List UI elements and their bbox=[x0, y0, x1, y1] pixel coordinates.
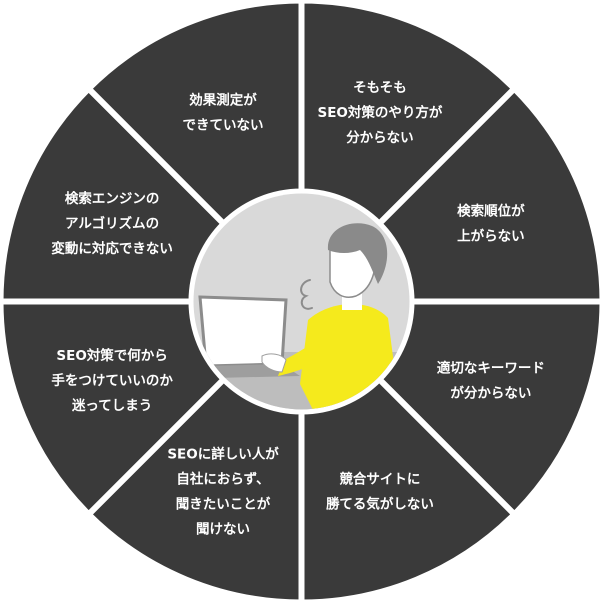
wheel-segment-7 bbox=[0, 85, 227, 305]
segment-label-line: 上がらない bbox=[457, 228, 525, 245]
segment-label-line: が分からない bbox=[450, 384, 531, 401]
segment-label-line: そもそも bbox=[353, 80, 407, 96]
wheel-labels: そもそも SEO対策のやり方が分からない検索順位が上がらない適切なキーワードが分か… bbox=[51, 80, 545, 537]
wheel-segment-3 bbox=[376, 298, 603, 518]
wheel-segment-1 bbox=[298, 0, 518, 227]
segment-label-line: 分からない bbox=[346, 130, 414, 146]
segment-label-line: 迷ってしまう bbox=[71, 397, 152, 414]
wheel-segment-8 bbox=[85, 0, 305, 227]
segment-label-5: SEOに詳しい人が自社におらず、聞きたいことが聞けない bbox=[167, 445, 279, 537]
segment-label-7: 検索エンジンのアルゴリズムの変動に対応できない bbox=[51, 190, 173, 257]
segment-label-line: 勝てる気がしない bbox=[326, 495, 434, 512]
segment-label-line: 競合サイトに bbox=[339, 470, 420, 487]
segment-label-1: そもそも SEO対策のやり方が分からない bbox=[317, 80, 442, 146]
segment-label-line: 聞きたいことが bbox=[176, 495, 271, 512]
segment-label-line: SEO対策のやり方が bbox=[317, 104, 442, 121]
segment-label-3: 適切なキーワードが分からない bbox=[437, 359, 545, 401]
segment-label-line: できていない bbox=[183, 118, 264, 134]
segment-label-8: 効果測定ができていない bbox=[183, 92, 264, 134]
segment-label-line: 適切なキーワード bbox=[437, 359, 545, 376]
segment-label-line: 手をつけていいのか bbox=[51, 372, 173, 389]
segment-label-line: 変動に対応できない bbox=[51, 240, 173, 257]
wheel-segment-2 bbox=[376, 85, 603, 305]
segment-label-line: SEO対策で何から bbox=[56, 347, 167, 364]
segment-label-line: 効果測定が bbox=[189, 92, 257, 109]
segment-label-line: 検索エンジンの bbox=[65, 190, 160, 207]
segment-label-6: SEO対策で何から手をつけていいのか迷ってしまう bbox=[51, 347, 173, 414]
wheel-segment-4 bbox=[298, 376, 518, 603]
wheel-segment-5 bbox=[85, 376, 305, 603]
segment-label-line: 聞けない bbox=[196, 521, 250, 537]
segment-label-line: 自社におらず、 bbox=[176, 470, 269, 487]
segment-label-4: 競合サイトに勝てる気がしない bbox=[326, 470, 434, 512]
wheel-segment-6 bbox=[0, 298, 227, 518]
segment-label-line: SEOに詳しい人が bbox=[167, 445, 279, 462]
segment-label-2: 検索順位が上がらない bbox=[457, 203, 525, 245]
segment-label-line: 検索順位が bbox=[457, 203, 525, 220]
segment-label-line: アルゴリズムの bbox=[65, 215, 159, 232]
